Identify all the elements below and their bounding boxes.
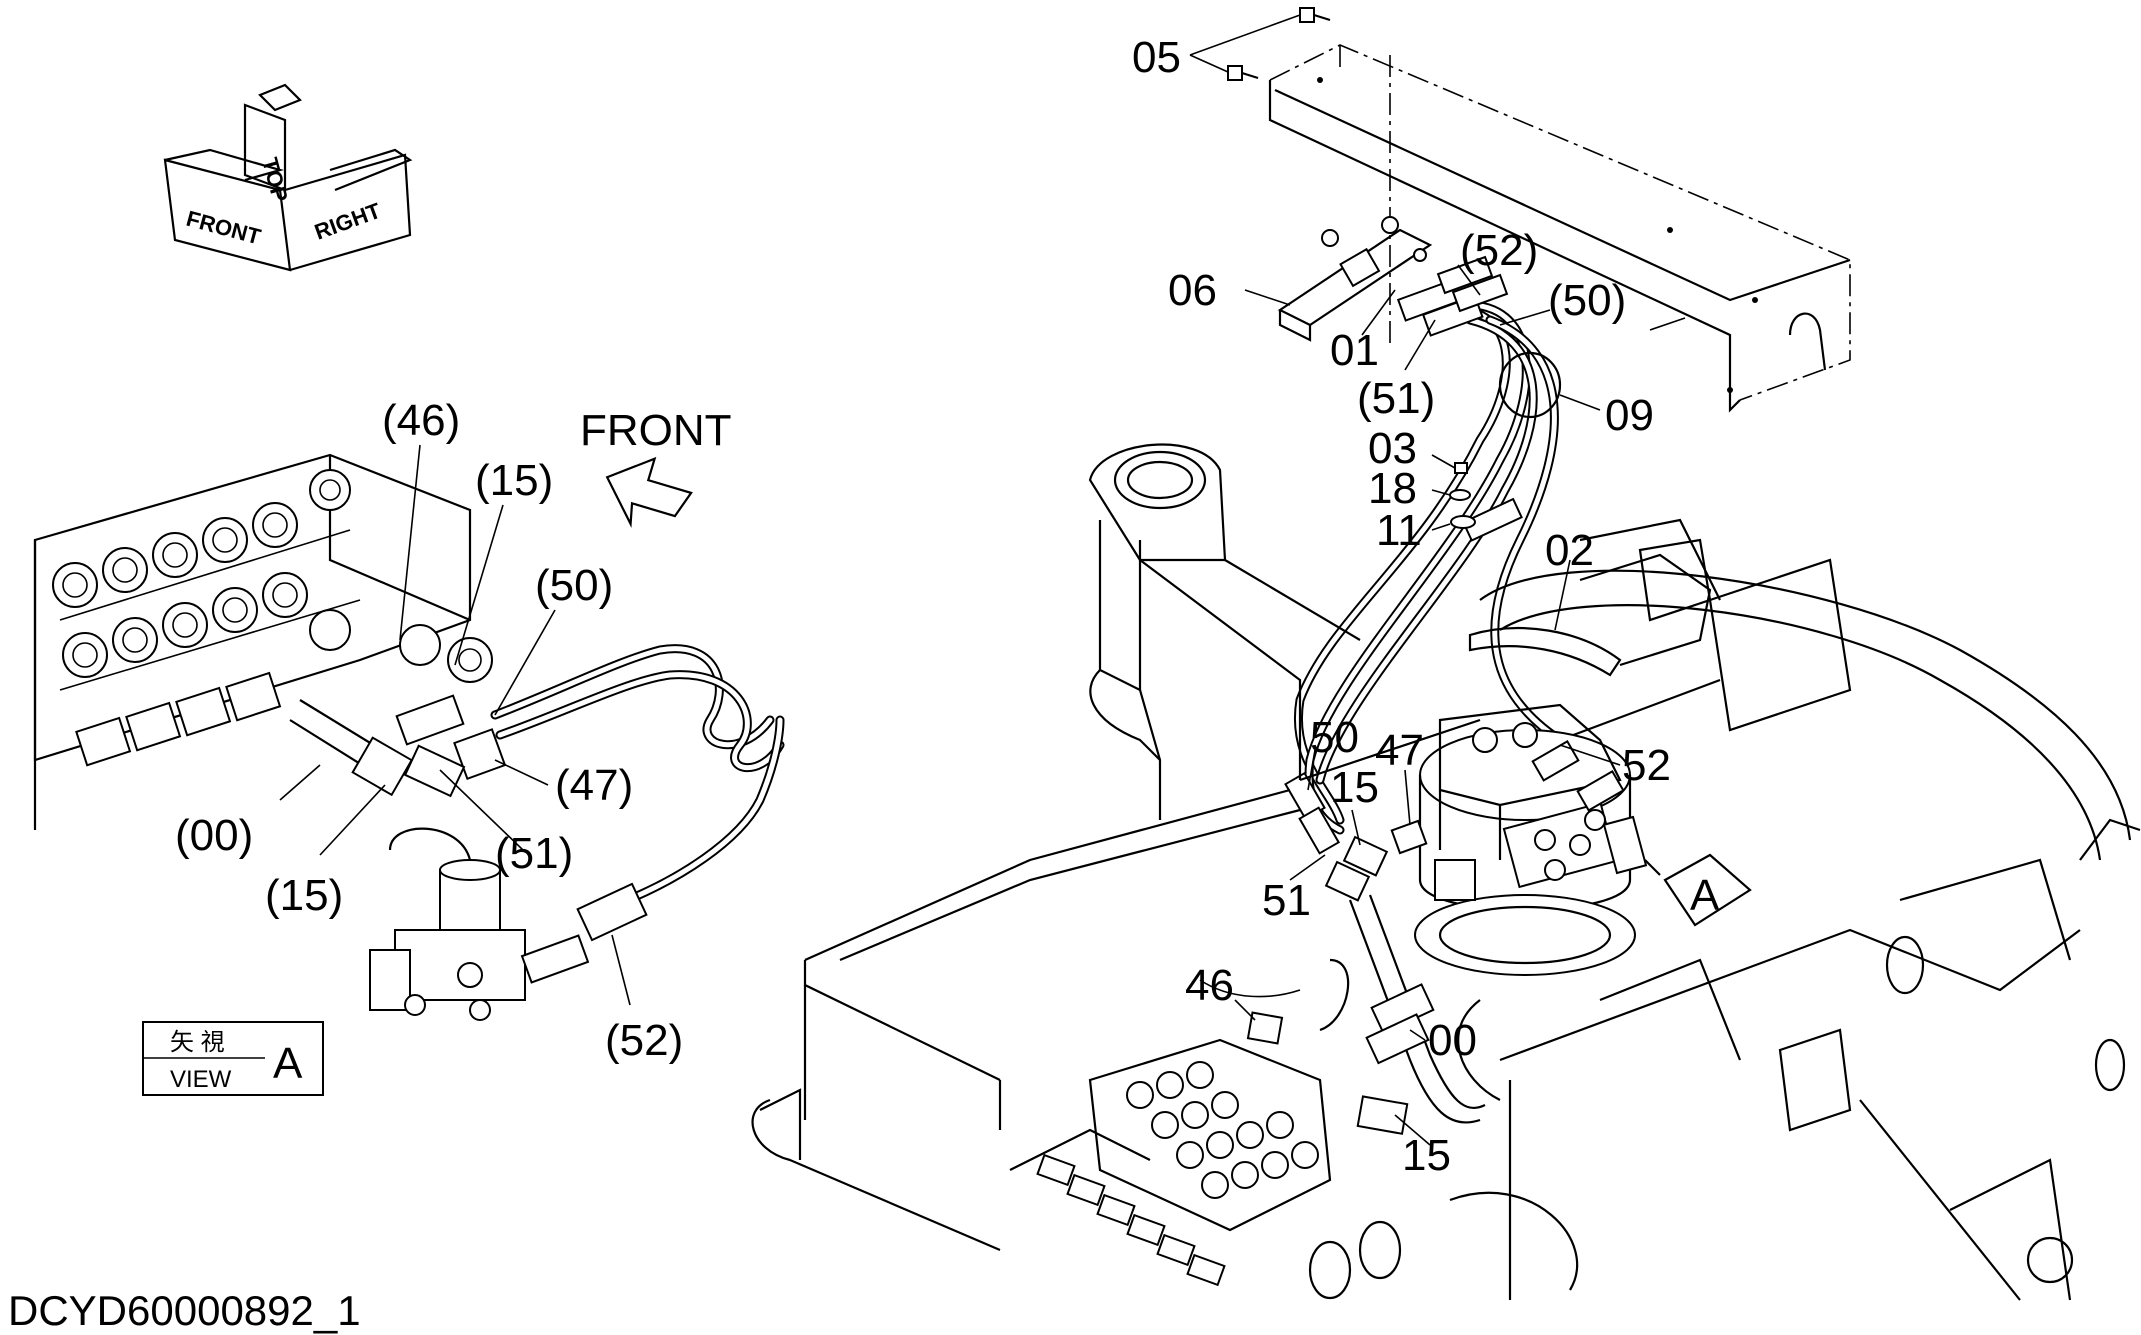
view-a-box: 矢 視 VIEW A (142, 1021, 324, 1096)
bracket-02 (1468, 553, 1712, 677)
callout-50-main: 50 (1310, 713, 1359, 762)
orientation-cube: FRONT TOP RIGHT (163, 83, 413, 272)
control-valve-detail (33, 453, 507, 830)
upper-frame (751, 518, 2141, 1301)
view-a-marker-label: A (1690, 871, 1720, 920)
solenoid-valve-detail (369, 827, 590, 1021)
callout-52-main-paren: (52) (1460, 226, 1538, 275)
callout-15-main-lower: 15 (1402, 1131, 1451, 1180)
cube-right-label: RIGHT (311, 198, 384, 245)
fittings-near-swivel (1324, 819, 1428, 902)
bolt-stack (1431, 454, 1476, 531)
drawing-id: DCYD60000892_1 (8, 1287, 361, 1334)
callout-51-main-paren: (51) (1357, 374, 1435, 423)
callout-15-upper-detail: (15) (475, 456, 553, 505)
view-box-view: VIEW (170, 1066, 232, 1093)
pipe-00 (1199, 894, 1486, 1135)
bolts-05 (1189, 7, 1331, 81)
callout-47-main: 47 (1375, 726, 1424, 775)
detail-leaders (279, 444, 631, 1006)
front-arrow: FRONT (580, 406, 732, 528)
view-box-letter: A (273, 1039, 303, 1088)
cube-front-label: FRONT (184, 206, 264, 250)
callout-50-main-paren: (50) (1548, 276, 1626, 325)
main-leaders (1234, 264, 1621, 1146)
callout-06: 06 (1168, 266, 1217, 315)
callout-47-detail: (47) (555, 761, 633, 810)
callout-03: 03 (1368, 424, 1417, 473)
callout-18: 18 (1368, 464, 1417, 513)
callout-15-main-upper: 15 (1330, 763, 1379, 812)
callout-11: 11 (1376, 506, 1422, 555)
front-arrow-label: FRONT (580, 406, 732, 455)
swivel-joint (1414, 703, 1648, 976)
detail-view-a: FRONT (46) (15) (50) (47) (51) (00) (15)… (33, 396, 785, 1096)
main-assembly: A 05 06 01 (52) (50) (51) 09 03 18 11 (751, 7, 2141, 1301)
view-a-marker: A (1644, 853, 1752, 927)
view-box-kanji: 矢 視 (170, 1029, 225, 1056)
callout-02: 02 (1545, 526, 1594, 575)
callout-51-detail: (51) (495, 829, 573, 878)
callout-09: 09 (1605, 391, 1654, 440)
swing-post (1088, 443, 1361, 820)
cube-top-label: TOP (257, 155, 293, 205)
detail-hoses (490, 644, 785, 942)
callout-46-detail: (46) (382, 396, 460, 445)
callout-52-detail: (52) (605, 1016, 683, 1065)
callout-05: 05 (1132, 33, 1181, 82)
callout-51-main: 51 (1262, 876, 1311, 925)
callout-46-main: 46 (1185, 961, 1234, 1010)
callout-01: 01 (1330, 326, 1379, 375)
callout-50-detail: (50) (535, 561, 613, 610)
callout-00-detail: (00) (175, 811, 253, 860)
bracket-06 (1244, 216, 1433, 342)
callout-00-main: 00 (1428, 1016, 1477, 1065)
control-valve-main (1036, 1038, 1402, 1300)
callout-15-lower-detail: (15) (265, 871, 343, 920)
callout-52-main: 52 (1622, 741, 1671, 790)
